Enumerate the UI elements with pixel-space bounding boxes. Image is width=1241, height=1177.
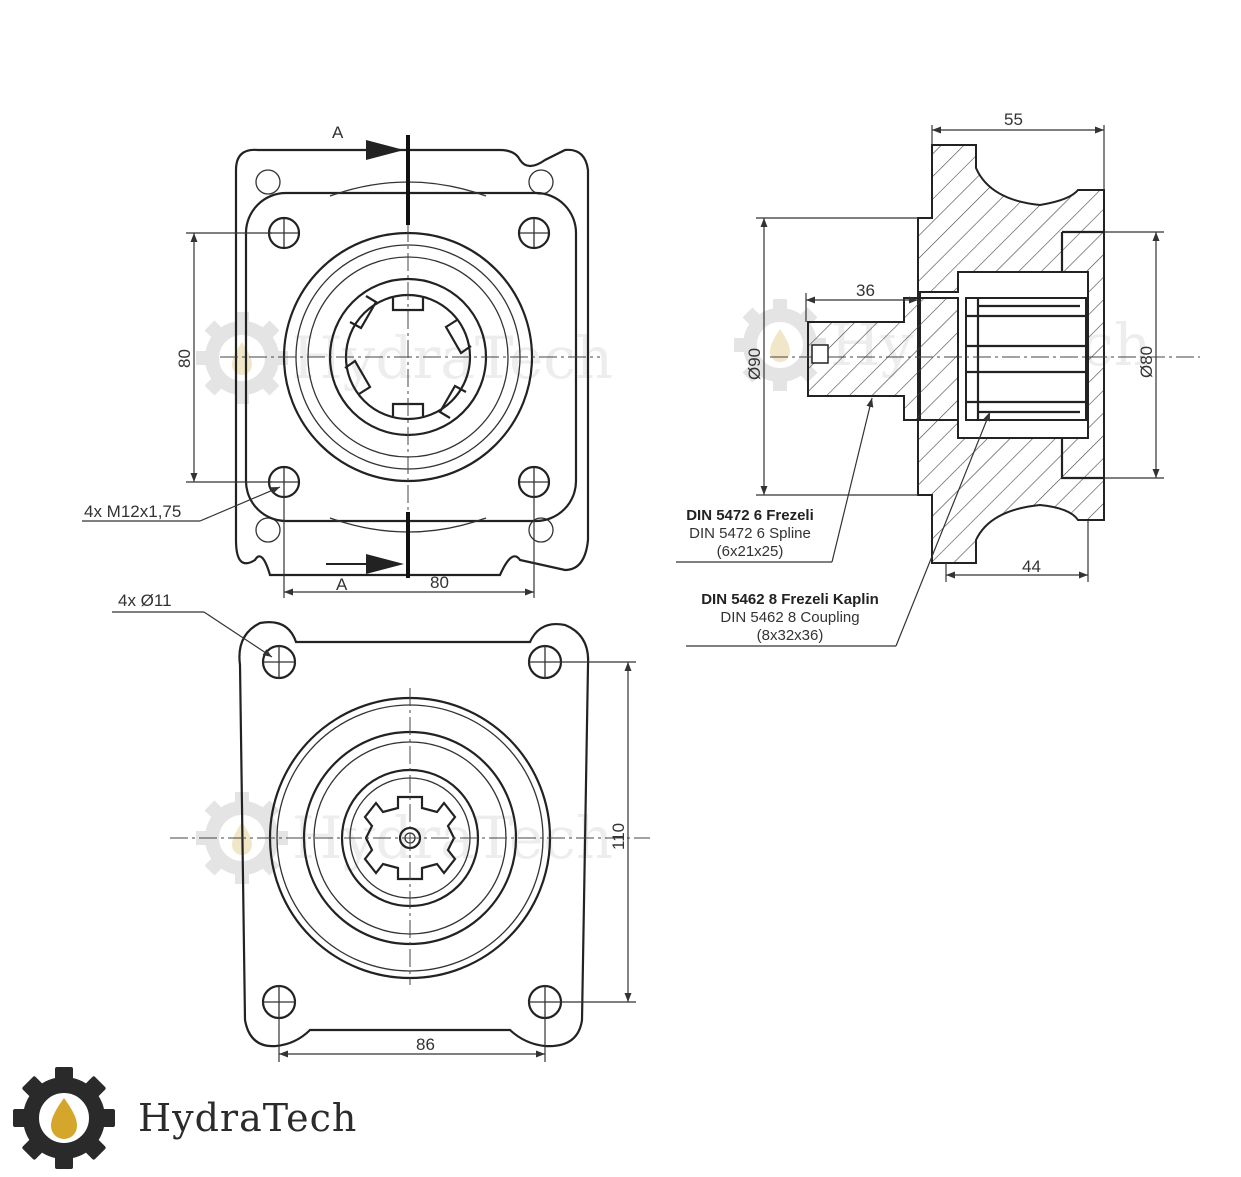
section-dim-44: 44 <box>1022 557 1041 576</box>
bottom-dim-vertical: 110 <box>609 823 628 850</box>
bottom-view: 110 86 4x Ø11 <box>112 591 650 1062</box>
spline-note-size: (6x21x25) <box>717 543 784 560</box>
coupling-sleeve <box>965 297 1087 421</box>
brand-logo: HydraTech <box>12 1066 357 1170</box>
spline-note-en: DIN 5472 6 Spline <box>689 525 811 542</box>
front-view: A A 80 80 4x M12x1,75 <box>82 123 600 598</box>
section-label-bottom: A <box>336 575 348 594</box>
bottom-dim-horizontal: 86 <box>416 1035 435 1054</box>
spline-note-tr: DIN 5472 6 Frezeli <box>686 507 814 524</box>
coupling-note-en: DIN 5462 8 Coupling <box>720 609 859 626</box>
front-bolt-callout: 4x M12x1,75 <box>84 502 181 521</box>
gear-drop-icon <box>13 1067 115 1169</box>
section-label-top: A <box>332 123 344 142</box>
coupling-note-tr: DIN 5462 8 Frezeli Kaplin <box>701 591 879 608</box>
front-bolt-holes <box>267 216 551 499</box>
external-spline <box>363 795 457 881</box>
front-dim-horizontal: 80 <box>430 573 449 592</box>
section-dim-d80: Ø80 <box>1137 346 1156 378</box>
coupling-note-size: (8x32x36) <box>757 627 824 644</box>
bottom-bolt-holes <box>261 644 563 1020</box>
section-dim-36: 36 <box>856 281 875 300</box>
coupling-note: DIN 5462 8 Frezeli Kaplin DIN 5462 8 Cou… <box>701 591 879 644</box>
section-view: 55 36 44 Ø90 Ø80 <box>676 110 1200 647</box>
bottom-hole-callout: 4x Ø11 <box>118 591 172 610</box>
front-dim-vertical: 80 <box>175 349 194 368</box>
section-dim-d90: Ø90 <box>745 348 764 380</box>
section-dim-55: 55 <box>1004 110 1023 129</box>
watermark-text-1: HydraTech <box>292 324 613 392</box>
brand-name: HydraTech <box>138 1096 358 1140</box>
spline-note: DIN 5472 6 Frezeli DIN 5472 6 Spline (6x… <box>686 507 814 560</box>
